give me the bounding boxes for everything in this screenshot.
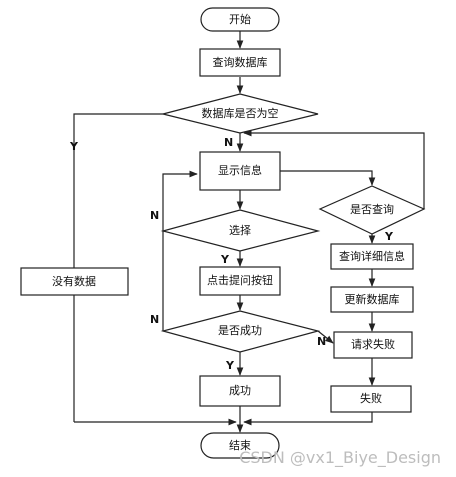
success-node: 成功 — [199, 375, 281, 407]
query-db-node: 查询数据库 — [199, 48, 281, 77]
request-fail-label: 请求失败 — [351, 337, 395, 351]
flag-y-success: Y — [225, 359, 235, 372]
no-data-node: 没有数据 — [20, 267, 129, 296]
start-label: 开始 — [229, 12, 251, 26]
db-empty-decision: 数据库是否为空 — [162, 93, 319, 134]
click-button-label: 点击提问按钮 — [207, 273, 273, 287]
watermark: CSDN @vx1_Biye_Design — [239, 448, 441, 468]
click-button-node: 点击提问按钮 — [199, 266, 281, 296]
flag-n-request: N — [317, 335, 326, 348]
update-db-node: 更新数据库 — [330, 286, 414, 313]
choose-label: 选择 — [229, 223, 251, 237]
choose-decision: 选择 — [160, 209, 321, 252]
connectors — [73, 31, 425, 433]
no-data-label: 没有数据 — [52, 274, 96, 288]
show-info-node: 显示信息 — [199, 151, 281, 191]
end-label: 结束 — [229, 439, 251, 452]
query-detail-node: 查询详细信息 — [330, 243, 414, 270]
query-detail-label: 查询详细信息 — [339, 249, 405, 263]
fail-node: 失败 — [330, 385, 412, 413]
flag-n-empty: N — [224, 136, 233, 149]
flag-y-choose: Y — [220, 253, 230, 266]
query-db-label: 查询数据库 — [213, 55, 268, 69]
flag-y-query: Y — [384, 230, 394, 243]
is-query-label: 是否查询 — [350, 202, 394, 216]
is-query-decision: 是否查询 — [318, 185, 426, 235]
end-node: 结束 — [200, 432, 280, 459]
flag-y-empty: Y — [69, 140, 79, 153]
flag-n-choose: N — [150, 209, 159, 222]
success-label: 成功 — [229, 384, 251, 397]
db-empty-label: 数据库是否为空 — [202, 106, 279, 120]
flag-n-success: N — [150, 313, 159, 326]
update-db-label: 更新数据库 — [345, 292, 400, 306]
is-success-label: 是否成功 — [218, 324, 262, 337]
start-node: 开始 — [200, 7, 280, 32]
fail-label: 失败 — [360, 391, 382, 405]
is-success-decision: 是否成功 — [160, 310, 321, 353]
request-fail-node: 请求失败 — [333, 331, 413, 359]
show-info-label: 显示信息 — [218, 163, 262, 177]
